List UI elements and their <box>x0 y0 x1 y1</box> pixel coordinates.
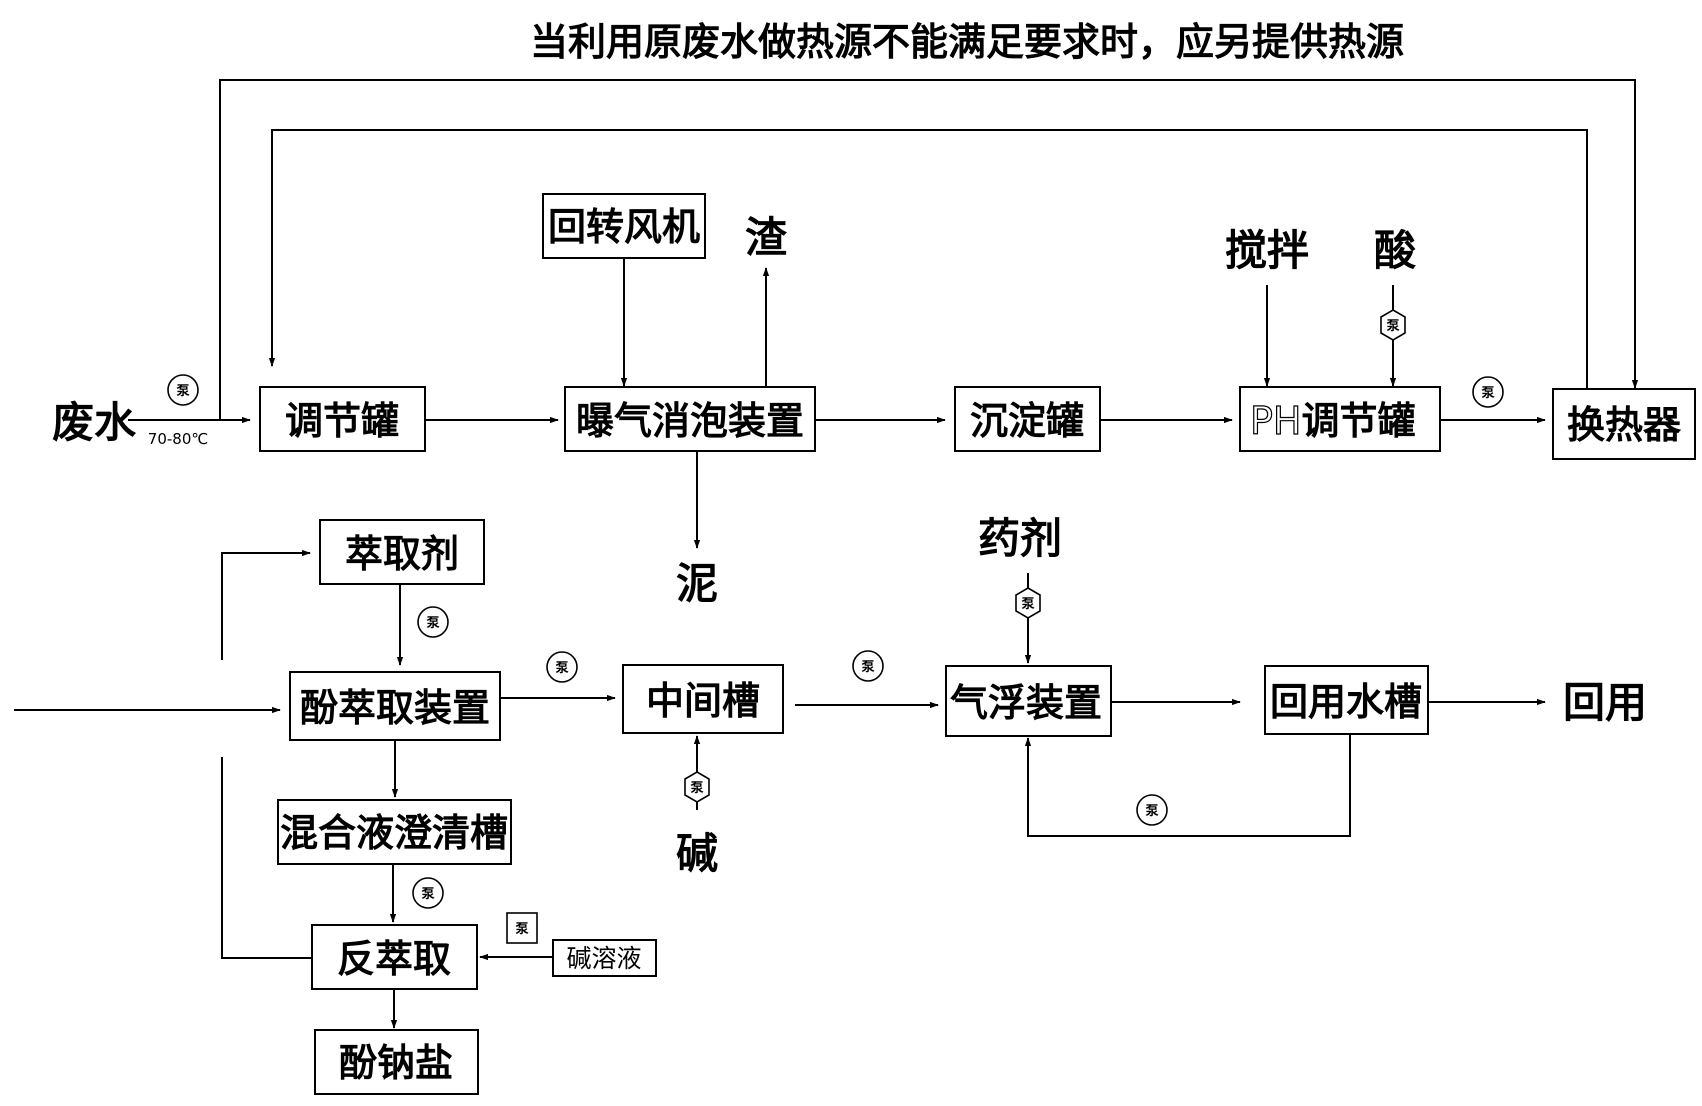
ph-prefix: PH <box>1250 399 1302 443</box>
pump-icon: 泵 <box>1136 794 1168 826</box>
slag-label: 渣 <box>745 213 788 262</box>
mud-label: 泥 <box>676 559 718 608</box>
rotary-blower-box <box>542 193 706 259</box>
svg-text:泵: 泵 <box>421 887 434 902</box>
svg-text:泵: 泵 <box>426 616 439 631</box>
pump-icon: 泵 <box>1472 376 1504 408</box>
pump-icon: 泵 <box>412 877 444 909</box>
reuse-tank-box <box>1264 665 1429 735</box>
pump-icon: 泵 <box>1380 309 1406 341</box>
diagram-title: 当利用原废水做热源不能满足要求时，应另提供热源 <box>530 20 1404 64</box>
mix-clarify-label: 混合液澄清槽 <box>280 811 508 855</box>
back-extraction-return-line <box>221 757 312 959</box>
chemicals-label: 药剂 <box>978 514 1062 563</box>
ph-tank-label: PH调节罐 <box>1250 399 1416 443</box>
aeration-defoam-label: 曝气消泡装置 <box>576 399 804 443</box>
phenol-extraction-box <box>289 671 501 741</box>
pump-icon: 泵 <box>852 650 884 682</box>
extractant-label: 萃取剂 <box>345 532 459 576</box>
air-flotation-box <box>945 665 1112 737</box>
pump-icon: 泵 <box>1015 587 1041 619</box>
svg-text:泵: 泵 <box>690 781 703 796</box>
air-flotation-label: 气浮装置 <box>950 681 1102 725</box>
pump-icon: 泵 <box>546 651 578 683</box>
stirring-label: 搅拌 <box>1225 226 1309 275</box>
intermediate-tank-label: 中间槽 <box>646 679 760 723</box>
svg-text:泵: 泵 <box>176 384 189 399</box>
heat-exchanger-box <box>1552 388 1696 460</box>
svg-text:泵: 泵 <box>515 922 528 937</box>
inner-loop-line <box>268 129 1588 392</box>
sodium-phenolate-box <box>314 1029 479 1095</box>
regulating-tank-box <box>259 386 426 452</box>
recycle-loop-line <box>1024 734 1351 837</box>
pump-icon: 泵 <box>506 912 538 944</box>
acid-label: 酸 <box>1374 226 1417 275</box>
svg-text:泵: 泵 <box>1481 386 1494 401</box>
svg-text:泵: 泵 <box>1021 597 1034 612</box>
svg-text:泵: 泵 <box>1386 319 1399 334</box>
pump-icon: 泵 <box>417 606 449 638</box>
mix-clarify-box <box>277 799 512 865</box>
pump-icon: 泵 <box>684 771 710 803</box>
waste-water-label: 废水 <box>52 398 137 447</box>
extractant-return-line <box>221 549 311 660</box>
rotary-blower-label: 回转风机 <box>548 205 700 249</box>
alkali-solution-box <box>552 939 657 977</box>
settling-tank-label: 沉淀罐 <box>970 399 1084 443</box>
regulating-tank-label: 调节罐 <box>285 399 399 443</box>
intermediate-tank-box <box>622 664 784 734</box>
temperature-label: 70-80℃ <box>148 430 208 448</box>
reuse-label: 回用 <box>1563 678 1647 727</box>
pump-icon: 泵 <box>167 374 199 406</box>
settling-tank-box <box>954 386 1101 452</box>
alkali-solution-label: 碱溶液 <box>566 944 641 973</box>
outer-loop-line <box>219 79 1639 420</box>
extractant-box <box>319 519 485 585</box>
sodium-phenolate-label: 酚钠盐 <box>339 1041 453 1085</box>
back-extraction-label: 反萃取 <box>337 937 451 981</box>
heat-exchanger-label: 换热器 <box>1567 403 1682 447</box>
svg-text:泵: 泵 <box>1145 804 1158 819</box>
reuse-tank-label: 回用水槽 <box>1270 680 1422 724</box>
ph-suffix: 调节罐 <box>1302 399 1416 443</box>
ph-tank-box <box>1239 386 1441 452</box>
svg-text:泵: 泵 <box>861 660 874 675</box>
alkali-label: 碱 <box>676 829 718 878</box>
svg-text:泵: 泵 <box>555 661 568 676</box>
phenol-extraction-label: 酚萃取装置 <box>300 686 490 730</box>
